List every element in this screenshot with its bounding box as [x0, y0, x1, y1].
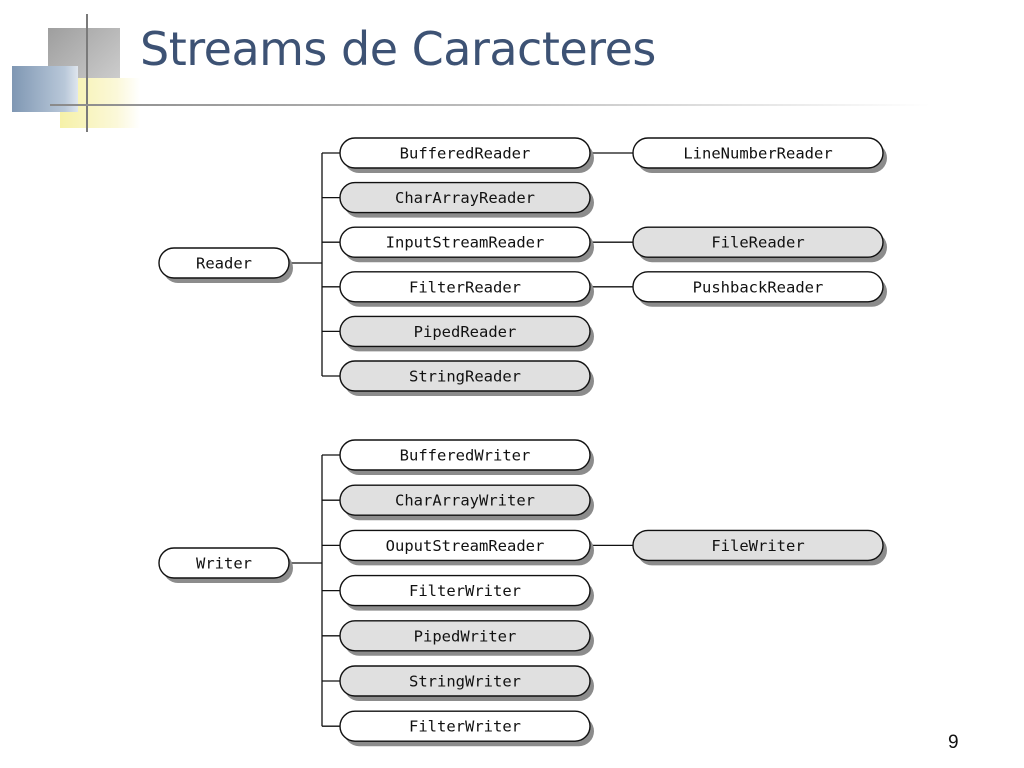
writer_group-node-ouput-stream-reader-box [339, 529, 591, 562]
page-title: Streams de Caracteres [140, 22, 656, 76]
reader_group-root-node-reader-label: Reader [196, 255, 252, 273]
reader_group-node-input-stream-reader-label: InputStreamReader [386, 234, 545, 252]
reader_group-node-string-reader-label: StringReader [409, 368, 521, 386]
writer_group-root-node-writer: Writer [158, 547, 293, 583]
writer_group-node-char-array-writer-label: CharArrayWriter [395, 492, 535, 510]
reader_group-node-char-array-reader: CharArrayReader [339, 181, 594, 218]
reader_group-node-file-reader: FileReader [632, 226, 887, 263]
reader_group-node-line-number-reader: LineNumberReader [632, 137, 887, 173]
reader_group-node-pushback-reader-box [632, 271, 884, 303]
writer_group-node-ouput-stream-reader-label: OuputStreamReader [386, 537, 545, 555]
reader_group-node-buffered-reader-box [339, 137, 591, 169]
reader_group-node-file-reader-box [632, 226, 884, 258]
writer_group-node-file-writer: FileWriter [632, 529, 887, 566]
reader_group-node-buffered-reader-label: BufferedReader [400, 145, 531, 163]
writer_group-root-node-writer-box [158, 547, 290, 579]
reader_group-node-piped-reader-label: PipedReader [414, 323, 517, 341]
reader_group-node-pushback-reader: PushbackReader [632, 271, 887, 307]
writer_group-node-filter-writer-box [339, 710, 591, 742]
reader_group-node-file-reader-label: FileReader [711, 234, 804, 252]
writer_group-node-piped-writer-box [339, 620, 591, 652]
writer_group-node-filter-writer: FilterWriter [339, 574, 594, 611]
writer_group-node-file-writer-label: FileWriter [711, 537, 804, 555]
reader_group-node-pushback-reader-label: PushbackReader [693, 278, 824, 296]
reader_group-node-line-number-reader-label: LineNumberReader [683, 145, 832, 163]
title-divider [50, 104, 930, 106]
reader_group-node-string-reader: StringReader [339, 360, 594, 396]
reader_group-node-input-stream-reader-box [339, 226, 591, 258]
reader_group-root-node-reader-box [158, 247, 290, 279]
writer_group-node-string-writer-box [339, 665, 591, 697]
reader_group-node-filter-reader-box [339, 271, 591, 303]
writer_group-node-buffered-writer: BufferedWriter [339, 439, 594, 475]
writer_group-node-char-array-writer: CharArrayWriter [339, 484, 594, 521]
page-number: 9 [948, 732, 959, 753]
writer_group-node-string-writer: StringWriter [339, 665, 594, 701]
reader_group-node-piped-reader: PipedReader [339, 315, 594, 352]
writer_group-root-node-writer-label: Writer [196, 555, 252, 573]
writer_group-node-piped-writer: PipedWriter [339, 620, 594, 656]
writer_group-node-file-writer-box [632, 529, 884, 562]
writer_group-node-filter-writer-label: FilterWriter [409, 718, 521, 736]
reader_group-node-char-array-reader-box [339, 181, 591, 214]
writer_group-node-filter-writer-label: FilterWriter [409, 582, 521, 600]
reader_group-node-input-stream-reader: InputStreamReader [339, 226, 594, 263]
reader_group-node-buffered-reader: BufferedReader [339, 137, 594, 173]
reader_group-node-string-reader-box [339, 360, 591, 392]
reader_group-node-filter-reader: FilterReader [339, 271, 594, 307]
reader_group-node-piped-reader-box [339, 315, 591, 348]
writer_group-node-ouput-stream-reader: OuputStreamReader [339, 529, 594, 566]
writer_group-node-filter-writer-box [339, 574, 591, 607]
reader_group-root-node-reader: Reader [158, 247, 293, 283]
writer_group-node-buffered-writer-box [339, 439, 591, 471]
corner-decoration-vline [86, 14, 88, 132]
reader_group-node-char-array-reader-label: CharArrayReader [395, 189, 535, 207]
writer_group-node-string-writer-label: StringWriter [409, 673, 521, 691]
writer_group-node-buffered-writer-label: BufferedWriter [400, 447, 531, 465]
reader_group-node-filter-reader-label: FilterReader [409, 278, 521, 296]
writer_group-node-char-array-writer-box [339, 484, 591, 516]
writer_group-node-filter-writer: FilterWriter [339, 710, 594, 747]
writer_group-node-piped-writer-label: PipedWriter [414, 627, 517, 645]
reader_group-node-line-number-reader-box [632, 137, 884, 169]
